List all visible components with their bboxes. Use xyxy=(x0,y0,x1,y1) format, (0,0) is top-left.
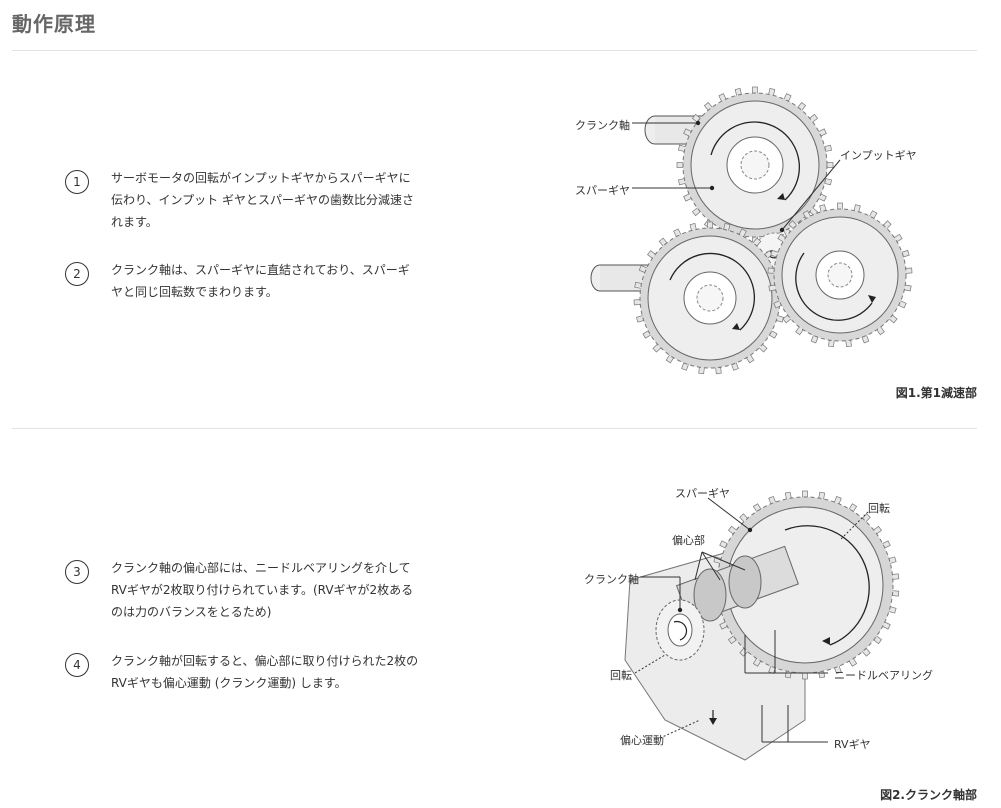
label-spur-gear: スパーギヤ xyxy=(675,487,730,500)
step-2: 2 クランク軸は、スパーギヤに直結されており、スパーギヤと同じ回転数でまわります… xyxy=(65,262,421,303)
step-1: 1 サーボモータの回転がインプットギヤからスパーギヤに伝わり、インプット ギヤと… xyxy=(65,170,421,233)
label-rv-gear: RVギヤ xyxy=(834,738,871,751)
divider-top xyxy=(12,50,977,51)
step-number: 3 xyxy=(65,560,89,584)
step-text: クランク軸が回転すると、偏心部に取り付けられた2枚のRVギヤも偏心運動 (クラン… xyxy=(111,654,419,690)
figure-1-caption: 図1.第1減速部 xyxy=(895,386,977,400)
spur-gear-bottom-right xyxy=(767,202,913,348)
step-text: クランク軸は、スパーギヤに直結されており、スパーギヤと同じ回転数でまわります。 xyxy=(111,263,410,299)
step-text: サーボモータの回転がインプットギヤからスパーギヤに伝わり、インプット ギヤとスパ… xyxy=(111,171,414,229)
label-eccentric: 偏心部 xyxy=(672,534,705,547)
label-input-gear: インプットギヤ xyxy=(840,149,917,162)
step-4: 4 クランク軸が回転すると、偏心部に取り付けられた2枚のRVギヤも偏心運動 (ク… xyxy=(65,653,421,694)
label-spur-gear: スパーギヤ xyxy=(575,184,630,197)
label-rotation-top: 回転 xyxy=(868,502,890,515)
crank-diagram-2 xyxy=(624,490,900,761)
divider-middle xyxy=(12,428,977,429)
step-3: 3 クランク軸の偏心部には、ニードルベアリングを介してRVギヤが2枚取り付けられ… xyxy=(65,560,421,623)
figure-2-caption: 図2.クランク軸部 xyxy=(880,788,977,802)
label-crank-shaft: クランク軸 xyxy=(575,119,630,132)
spur-gear-top xyxy=(676,86,834,244)
label-eccentric-motion: 偏心運動 xyxy=(620,734,664,747)
label-rotation-left: 回転 xyxy=(610,669,632,682)
spur-gear xyxy=(710,490,900,680)
step-number: 2 xyxy=(65,262,89,286)
gear-diagram-1 xyxy=(590,86,913,375)
crank-shaft xyxy=(655,545,799,661)
label-needle-bearing: ニードルベアリング xyxy=(834,669,933,682)
label-crank-shaft: クランク軸 xyxy=(584,573,639,586)
step-number: 4 xyxy=(65,653,89,677)
figure-1: クランク軸 スパーギヤ インプットギヤ xyxy=(560,80,980,390)
step-number: 1 xyxy=(65,170,89,194)
page-title: 動作原理 xyxy=(12,12,96,36)
step-text: クランク軸の偏心部には、ニードルベアリングを介してRVギヤが2枚取り付けられてい… xyxy=(111,561,414,619)
figure-2: スパーギヤ 回転 偏心部 クランク軸 回転 ニードルベアリング 偏心運動 RVギ… xyxy=(570,470,980,780)
